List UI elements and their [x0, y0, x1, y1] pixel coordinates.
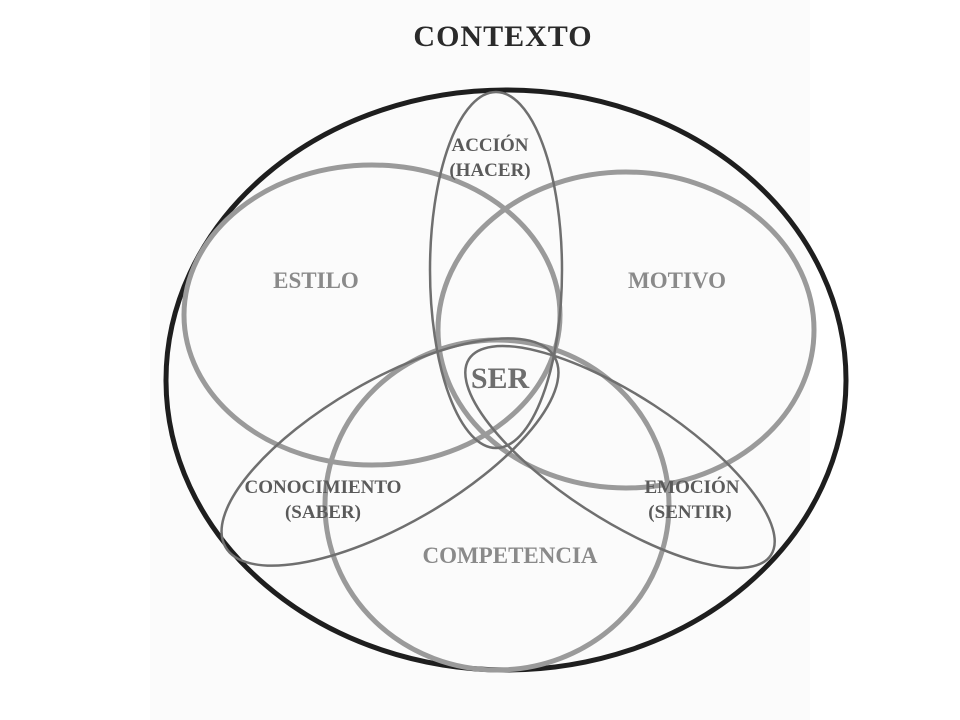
diagram-panel [150, 0, 810, 720]
estilo-label: ESTILO [273, 268, 359, 293]
conocimiento-label: CONOCIMIENTO [245, 477, 402, 498]
motivo-circle [435, 169, 817, 491]
ser-label: SER [471, 362, 530, 395]
motivo-label: MOTIVO [628, 268, 726, 293]
emocion-ellipse [464, 344, 776, 570]
diagram-title: CONTEXTO [413, 20, 592, 53]
saber-label: (SABER) [285, 502, 361, 523]
competencia-label: COMPETENCIA [422, 543, 597, 568]
hacer-label: (HACER) [449, 160, 530, 181]
accion-ellipse [428, 90, 564, 450]
emocion-label: EMOCIÓN [645, 476, 740, 498]
sentir-label: (SENTIR) [648, 502, 731, 523]
accion-label: ACCIÓN [451, 134, 528, 156]
